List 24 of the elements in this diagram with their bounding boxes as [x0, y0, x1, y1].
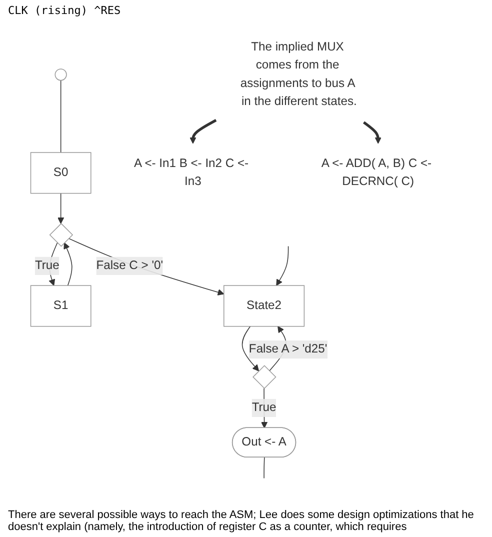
edge-label: False A > 'd25': [248, 342, 328, 356]
edge-label: True: [252, 401, 276, 414]
node-box: S1: [30, 285, 92, 327]
edge-label: True: [34, 259, 60, 272]
note-paragraph: There are several possible ways to reach the ASM; Lee does some design optimizations that he doesn't explain (namely, the introduction of register C as a counter, which requires: [8, 509, 475, 533]
node-text: A <- ADD( A, B) C <- DECRNC( C): [321, 157, 432, 188]
connector: [60, 80, 62, 153]
node-diamond: [252, 365, 276, 389]
node-circle: [54, 68, 67, 81]
arrow: [64, 242, 72, 286]
node-box: State2: [224, 285, 305, 327]
node-diamond: [49, 223, 74, 247]
signal-label: CLK (rising) ^RES: [8, 4, 122, 17]
arrow: [362, 121, 382, 144]
arrow: [190, 119, 217, 144]
arrow: [276, 246, 289, 286]
arrow: [242, 326, 260, 372]
connector: [264, 457, 265, 479]
arrow: [58, 192, 64, 224]
node-text: A <- In1 B <- In2 C <- In3: [134, 157, 249, 188]
edge-label: False C > '0': [96, 259, 164, 272]
node-text: The implied MUX comes from the assignments to bus A in the different states.: [240, 40, 357, 108]
arrow: [68, 238, 224, 296]
node-box: S0: [30, 152, 92, 194]
